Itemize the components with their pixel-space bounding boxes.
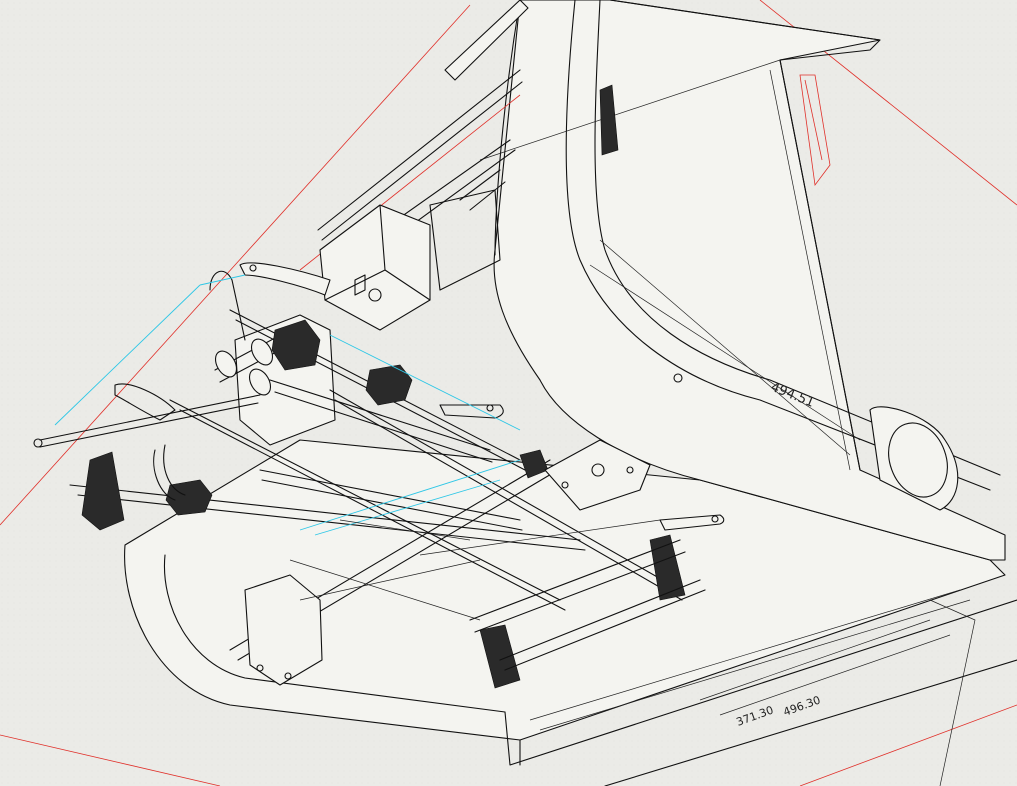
- dimension-lines: [589, 264, 951, 716]
- top-rail: [299, 0, 529, 291]
- guide-lines: [54, 274, 521, 536]
- upright-housing: [479, 0, 1006, 561]
- motor-block-top: [239, 204, 431, 331]
- lower-motors: [244, 514, 725, 689]
- carriage-assembly: [33, 270, 683, 661]
